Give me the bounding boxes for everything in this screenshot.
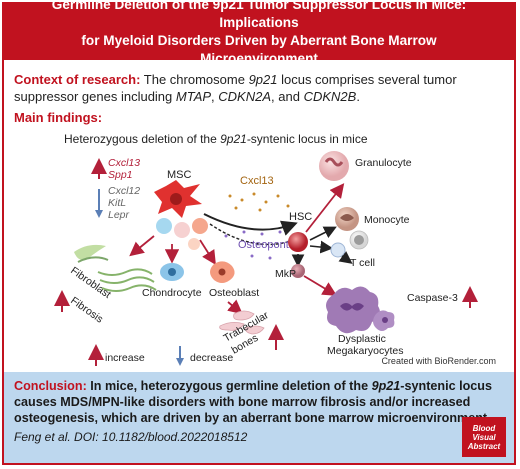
- trabecular-bones: [219, 310, 265, 335]
- monocyte-cell: Monocyte: [335, 207, 410, 231]
- arrow-msc-to-hsc: [203, 213, 298, 236]
- arrow-to-granulocyte: [305, 183, 345, 233]
- osteopontin-signal-label: Osteopontin: [238, 239, 297, 251]
- monocyte-label: Monocyte: [364, 214, 410, 226]
- cxcl13-dots: [228, 192, 290, 212]
- caspase-label: Caspase-3: [407, 292, 458, 304]
- dysplastic-label: Dysplastic: [338, 333, 386, 345]
- gene-up-2: Spp1: [108, 169, 133, 181]
- gene-down-1: Cxcl12: [108, 185, 140, 197]
- signal-arc: [209, 223, 295, 246]
- mkp-cell: MkP: [275, 264, 305, 280]
- page-title: Germline Deletion of the 9p21 Tumor Supp…: [51, 0, 467, 66]
- osteopontin-dots: [224, 230, 282, 260]
- mkp-label: MkP: [275, 268, 296, 280]
- hsc-label: HSC: [289, 211, 312, 223]
- gene-change-panel: Cxcl13 Spp1 Cxcl12 KitL Lepr: [91, 157, 140, 221]
- arrow-to-osteoblast: [199, 239, 216, 266]
- blood-visual-abstract-logo: Blood Visual Abstract: [462, 417, 506, 457]
- badge-line-1: Blood: [472, 423, 496, 433]
- conclusion-label: Conclusion:: [14, 379, 87, 393]
- fibrosis-label: Fibrosis: [68, 295, 105, 326]
- progenitor-cell: [192, 218, 208, 234]
- badge-line-3: Abstract: [467, 441, 501, 451]
- arrow-to-monocyte: [309, 226, 337, 241]
- gene-down-3: Lepr: [108, 209, 130, 221]
- legend: increase decrease: [88, 344, 233, 366]
- arrow-to-tcell: [338, 251, 353, 264]
- osteoblast-label: Osteoblast: [209, 287, 259, 299]
- gene-down-2: KitL: [108, 197, 126, 209]
- context-label: Context of research:: [14, 72, 141, 87]
- main-findings-label: Main findings:: [14, 110, 103, 125]
- arrow-to-trabecular: [227, 299, 243, 315]
- hsc-cell: HSC: [288, 211, 312, 252]
- lymphoid-progenitor: [330, 242, 346, 258]
- title-banner: Germline Deletion of the 9p21 Tumor Supp…: [4, 0, 514, 66]
- chondrocyte-label: Chondrocyte: [142, 287, 202, 299]
- citation: Feng et al. DOI: 10.1182/blood.202201851…: [14, 430, 248, 444]
- megakaryocytes-label: Megakaryocytes: [327, 345, 403, 357]
- granulocyte-label: Granulocyte: [355, 157, 412, 169]
- osteoblast-cell: Osteoblast: [209, 261, 259, 299]
- legend-increase-label: increase: [105, 352, 145, 364]
- progenitor-cell: [156, 218, 172, 234]
- gene-up-1: Cxcl13: [108, 157, 140, 169]
- granulocyte-cell: Granulocyte: [319, 151, 412, 181]
- arrow-to-progenitor: [309, 240, 334, 254]
- chondrocyte-cell: Chondrocyte: [142, 263, 202, 299]
- conclusion-text: Conclusion: In mice, heterozygous germli…: [14, 379, 492, 425]
- msc-cell: MSC: [154, 169, 202, 218]
- fibrosis-fibers: [97, 268, 157, 292]
- badge-line-2: Visual: [472, 432, 496, 442]
- progenitor-cell: [174, 222, 190, 238]
- arrow-to-megakaryocytes: [303, 275, 338, 296]
- tcell-label: T cell: [350, 257, 375, 269]
- conclusion-section: Conclusion: In mice, heterozygous germli…: [4, 372, 514, 463]
- biorender-credit: Created with BioRender.com: [381, 356, 496, 366]
- fibroblast-cell: Fibroblast: [68, 244, 113, 301]
- msc-label: MSC: [167, 169, 192, 181]
- caspase-indicator: Caspase-3: [407, 286, 478, 308]
- arrow-to-fibroblast: [129, 235, 155, 257]
- progenitor-cell: [188, 238, 200, 250]
- findings-subhead: Heterozygous deletion of the 9p21-synten…: [64, 132, 368, 146]
- legend-decrease-label: decrease: [190, 352, 233, 364]
- findings-diagram: Cxcl13 Spp1 Cxcl12 KitL Lepr MSC Cxcl13: [54, 151, 478, 366]
- tcell: T cell: [349, 230, 375, 269]
- dysplastic-megakaryocytes: Dysplastic Megakaryocytes: [326, 286, 403, 357]
- context-section: Context of research: The chromosome 9p21…: [14, 72, 457, 104]
- cxcl13-signal-label: Cxcl13: [240, 175, 274, 187]
